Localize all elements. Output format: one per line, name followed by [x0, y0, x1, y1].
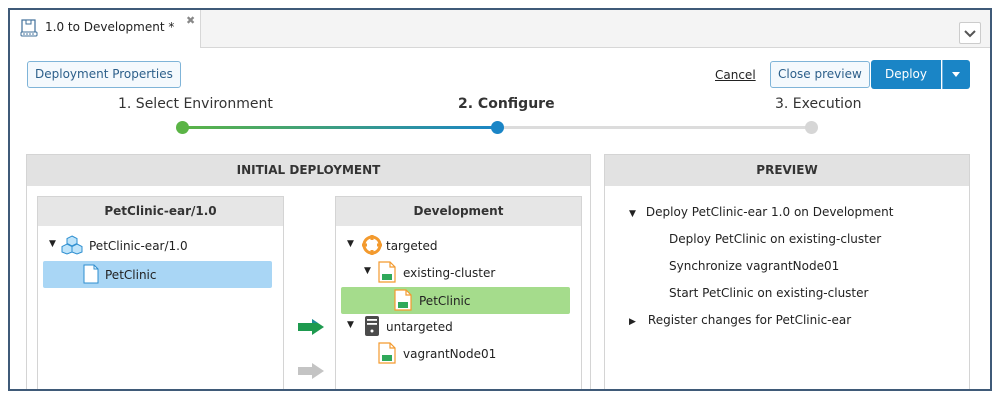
deployment-properties-button[interactable]: Deployment Properties [27, 61, 181, 88]
step-execution: 3. Execution [775, 96, 862, 112]
tab-bar: 1.0 to Development * ✖ [10, 10, 990, 48]
tree-item-package[interactable]: ▼ PetClinic-ear/1.0 [38, 233, 283, 259]
deployed-file-icon [394, 289, 412, 311]
target-icon [362, 235, 382, 255]
tree-item-petclinic[interactable]: PetClinic [43, 261, 272, 288]
step-dot-current [491, 121, 504, 134]
remove-arrow-icon[interactable] [297, 362, 325, 380]
expand-arrow-icon[interactable]: ▼ [347, 239, 354, 249]
tree-item-existing-cluster[interactable]: ▼ existing-cluster [336, 260, 581, 286]
file-icon [83, 264, 99, 284]
deploy-options-button[interactable] [942, 60, 970, 89]
step-select-environment: 1. Select Environment [118, 96, 273, 112]
package-tree-title: PetClinic-ear/1.0 [38, 197, 283, 226]
preview-collapsed-item[interactable]: ▶Register changes for PetClinic-ear [629, 313, 852, 327]
step-remaining-line [498, 126, 812, 129]
app-window: 1.0 to Development * ✖ Deployment Proper… [8, 8, 992, 391]
step-dot-done [176, 121, 189, 134]
tree-item-vagrant-node[interactable]: vagrantNode01 [336, 341, 581, 367]
close-icon[interactable]: ✖ [186, 14, 196, 27]
preview-step-3[interactable]: Start PetClinic on existing-cluster [669, 286, 869, 300]
collapsed-arrow-icon[interactable]: ▶ [629, 317, 636, 327]
environment-tree-title: Development [336, 197, 581, 226]
deploy-arrow-icon[interactable] [297, 318, 325, 336]
deploy-button[interactable]: Deploy [871, 60, 941, 89]
preview-step-2[interactable]: Synchronize vagrantNode01 [669, 259, 840, 273]
preview-panel: PREVIEW [604, 154, 970, 389]
caret-down-icon [942, 60, 960, 89]
preview-title: PREVIEW [605, 155, 969, 186]
tree-item-targeted[interactable]: ▼ targeted [336, 233, 581, 259]
expand-arrow-icon[interactable]: ▼ [629, 209, 636, 219]
tab-deployment[interactable]: 1.0 to Development * ✖ [10, 10, 201, 48]
server-icon [365, 316, 379, 336]
environment-tree-panel: Development ▼ targeted ▼ existing-cluste… [335, 196, 582, 389]
preview-step-1[interactable]: Deploy PetClinic on existing-cluster [669, 232, 882, 246]
tab-title: 1.0 to Development * [45, 20, 175, 34]
expand-arrow-icon[interactable]: ▼ [364, 266, 371, 276]
expand-arrow-icon[interactable]: ▼ [49, 239, 56, 249]
deployment-package-icon [20, 19, 38, 37]
cancel-link[interactable]: Cancel [715, 68, 756, 82]
step-dot-pending [805, 121, 818, 134]
step-progress-line [182, 126, 498, 129]
expand-arrow-icon[interactable]: ▼ [347, 320, 354, 330]
step-configure: 2. Configure [458, 96, 555, 112]
node-icon [378, 342, 396, 364]
preview-root-item[interactable]: ▼Deploy PetClinic-ear 1.0 on Development [629, 205, 894, 219]
tree-item-deployed-petclinic[interactable]: PetClinic [341, 287, 570, 314]
package-cubes-icon [61, 235, 83, 255]
tree-item-untargeted[interactable]: ▼ untargeted [336, 314, 581, 340]
initial-deployment-title: INITIAL DEPLOYMENT [27, 155, 590, 186]
cluster-icon [378, 261, 396, 283]
close-preview-button[interactable]: Close preview [770, 61, 870, 88]
chevron-down-icon[interactable] [959, 22, 981, 44]
package-tree-panel: PetClinic-ear/1.0 ▼ PetClinic-ear/1.0 Pe… [37, 196, 284, 389]
